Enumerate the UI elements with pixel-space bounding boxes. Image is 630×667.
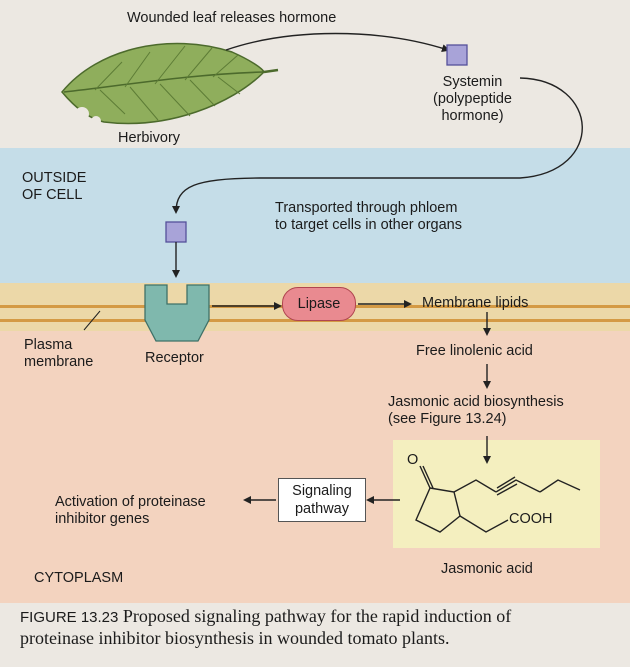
systemin-square-icon	[446, 44, 468, 66]
cytoplasm-label: CYTOPLASM	[34, 570, 124, 586]
activation-line2: inhibitor genes	[55, 511, 150, 527]
biosynthesis-label-line1: Jasmonic acid biosynthesis	[388, 394, 564, 410]
systemin-label-line3: hormone)	[441, 108, 504, 124]
outside-of-cell-label: OUTSIDE OF CELL	[22, 170, 86, 204]
systemin-label: Systemin (polypeptide hormone)	[433, 74, 512, 125]
figure-caption: FIGURE 13.23 Proposed signaling pathway …	[20, 606, 620, 649]
transport-label-line2: to target cells in other organs	[275, 217, 462, 233]
leaf-to-systemin-arrow	[225, 32, 450, 52]
systemin-square-transported-icon	[165, 221, 187, 243]
systemin-label-line1: Systemin	[442, 74, 503, 90]
plasma-membrane-line2: membrane	[24, 354, 94, 370]
transport-arrow	[172, 77, 583, 214]
figure-number: FIGURE 13.23	[20, 609, 119, 626]
lipase-enzyme: Lipase	[282, 287, 356, 321]
transport-label-line1: Transported through phloem	[275, 200, 458, 216]
herbivory-label: Herbivory	[118, 130, 181, 146]
outside-label-line1: OUTSIDE	[22, 170, 87, 186]
transport-label: Transported through phloem to target cel…	[275, 200, 462, 234]
signaling-pathway-box: Signaling pathway	[278, 478, 366, 522]
linolenic-acid-label: Free linolenic acid	[416, 343, 533, 359]
biosynthesis-label-line2: (see Figure 13.24)	[388, 411, 507, 427]
outside-label-line2: OF CELL	[22, 187, 83, 203]
jasmonic-acid-structure	[415, 465, 581, 533]
carboxyl-group-label: COOH	[509, 511, 553, 527]
activation-label: Activation of proteinase inhibitor genes	[55, 494, 206, 528]
plasma-membrane-pointer	[83, 310, 101, 331]
receptor-icon	[144, 284, 210, 342]
outside-of-cell-zone	[0, 148, 630, 283]
biosynthesis-label: Jasmonic acid biosynthesis (see Figure 1…	[388, 394, 564, 428]
caption-line1: FIGURE 13.23 Proposed signaling pathway …	[20, 606, 620, 628]
plasma-membrane-line1: Plasma	[24, 337, 73, 353]
activation-line1: Activation of proteinase	[55, 494, 206, 510]
signaling-line2: pathway	[294, 501, 349, 517]
wounded-leaf-label: Wounded leaf releases hormone	[127, 10, 337, 26]
membrane-lipids-label: Membrane lipids	[422, 295, 529, 311]
receptor-label: Receptor	[145, 350, 204, 366]
caption-text-line1: Proposed signaling pathway for the rapid…	[122, 606, 512, 626]
signaling-line1: Signaling	[292, 483, 352, 499]
plasma-membrane-label: Plasma membrane	[24, 337, 93, 371]
caption-text-line2: proteinase inhibitor biosynthesis in wou…	[20, 628, 450, 648]
oxygen-atom-label: O	[407, 452, 419, 468]
systemin-label-line2: (polypeptide	[433, 91, 512, 107]
leaf-icon	[61, 42, 279, 126]
jasmonic-acid-label: Jasmonic acid	[441, 561, 533, 577]
